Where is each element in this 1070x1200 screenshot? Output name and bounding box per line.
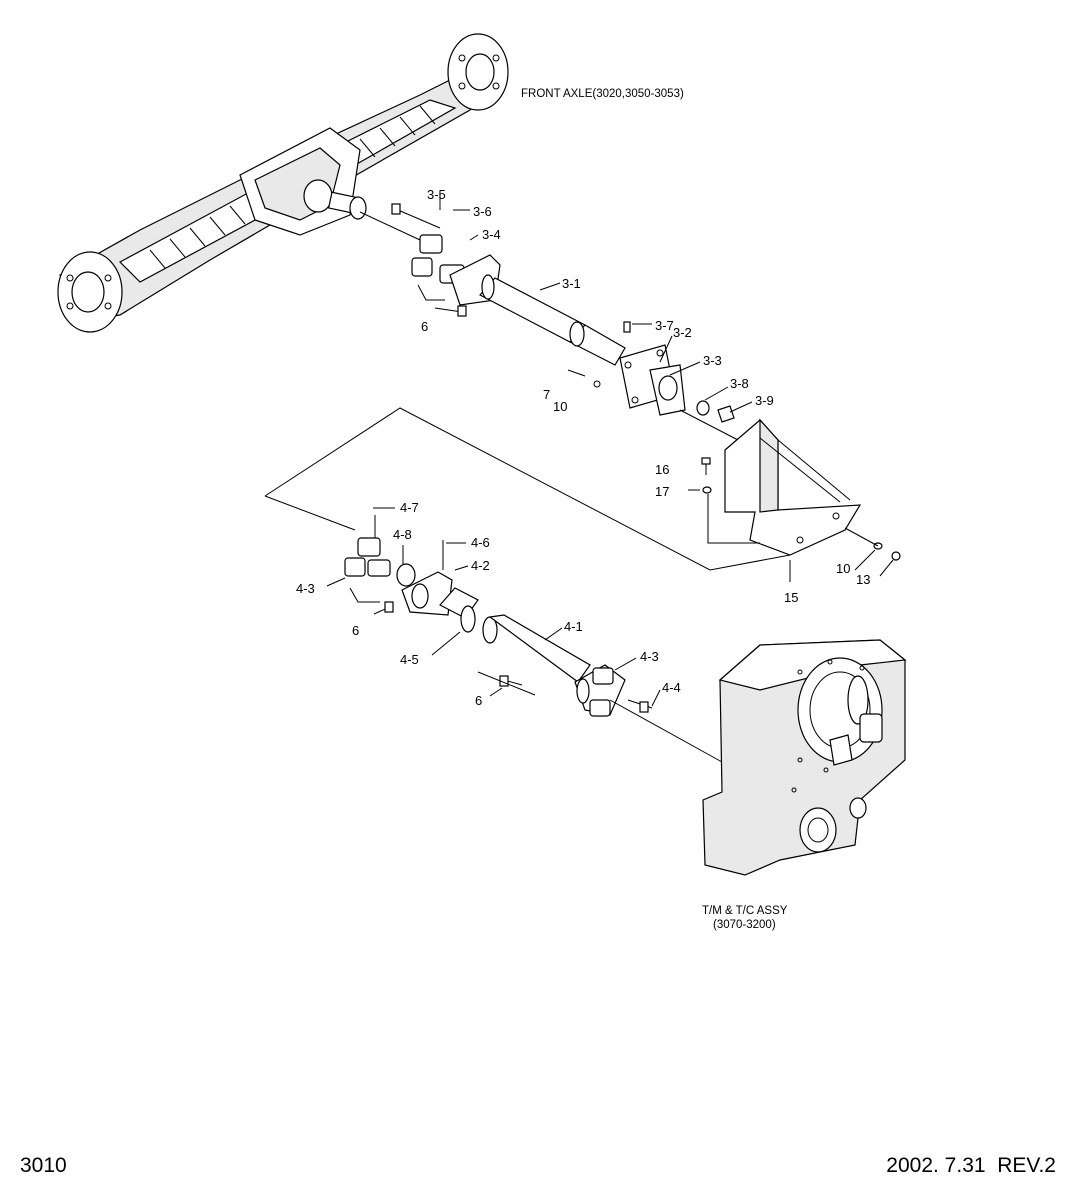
callout-6-mid: 6	[352, 623, 359, 638]
centerline-axle	[359, 211, 421, 241]
callout-4-4: 4-4	[662, 680, 681, 695]
callout-3-2: 3-2	[673, 325, 692, 340]
callout-3-8: 3-8	[730, 376, 749, 391]
callout-6-top: 6	[421, 319, 428, 334]
callout-3-6: 3-6	[473, 204, 492, 219]
callout-10-top: 10	[553, 399, 567, 414]
callout-leaders	[326, 194, 894, 707]
transmission-label-line2: (3070-3200)	[713, 919, 776, 931]
frame-outline	[264, 407, 791, 571]
callout-3-3: 3-3	[703, 353, 722, 368]
callout-3-9: 3-9	[755, 393, 774, 408]
revision-stamp: 2002. 7.31 REV.2	[886, 1154, 1056, 1177]
transmission-label-line1: T/M & T/C ASSY	[702, 905, 788, 917]
callout-4-6: 4-6	[471, 535, 490, 550]
callout-3-1: 3-1	[562, 276, 581, 291]
callout-15: 15	[784, 590, 798, 605]
callout-13: 13	[856, 572, 870, 587]
callout-4-7: 4-7	[400, 500, 419, 515]
transmission-drawing	[702, 639, 907, 876]
callout-4-5: 4-5	[400, 652, 419, 667]
callout-6-bottom: 6	[475, 693, 482, 708]
callout-4-2: 4-2	[471, 558, 490, 573]
callout-4-8: 4-8	[393, 527, 412, 542]
callout-3-7: 3-7	[655, 318, 674, 333]
upper-shaft-drawing	[391, 203, 739, 441]
support-bracket-drawing	[701, 418, 901, 561]
callout-7: 7	[543, 387, 550, 402]
callout-10-right: 10	[836, 561, 850, 576]
callout-4-3-right: 4-3	[640, 649, 659, 664]
callout-17: 17	[655, 484, 669, 499]
callout-4-1: 4-1	[564, 619, 583, 634]
lower-shaft-drawing	[344, 515, 723, 763]
callout-3-4: 3-4	[482, 227, 501, 242]
callout-4-3-left: 4-3	[296, 581, 315, 596]
callout-3-5: 3-5	[427, 187, 446, 202]
front-axle-drawing	[57, 33, 509, 333]
callout-16: 16	[655, 462, 669, 477]
page-number: 3010	[20, 1154, 67, 1177]
front-axle-label: FRONT AXLE(3020,3050-3053)	[521, 88, 684, 100]
